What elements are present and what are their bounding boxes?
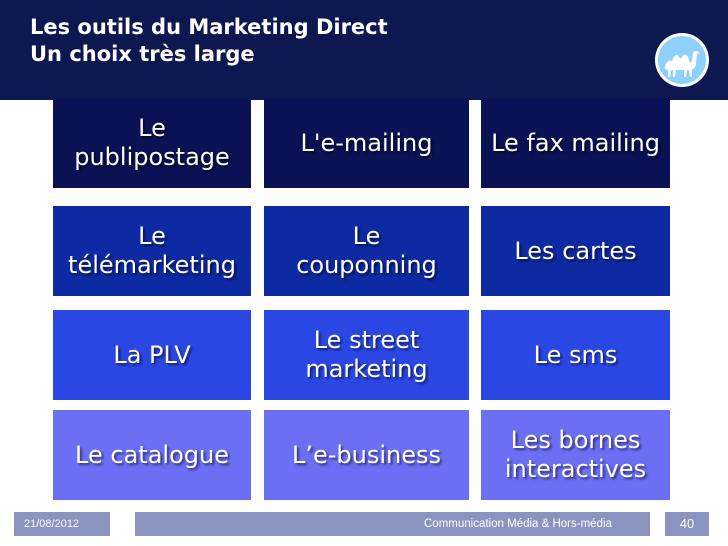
footer-bar <box>135 512 650 536</box>
slide-title: Les outils du Marketing Direct <box>30 15 388 39</box>
tool-label-line: L'e-mailing <box>300 128 433 157</box>
page-number: 40 <box>665 512 709 536</box>
tool-label: La PLV <box>113 341 190 370</box>
tool-cell: Le sms <box>481 310 670 400</box>
tool-cell: Le catalogue <box>53 410 251 500</box>
tool-label: L’e-business <box>292 441 441 470</box>
tool-label-line: L’e-business <box>291 440 442 469</box>
tool-label: L'e-mailing <box>301 129 433 158</box>
camel-icon <box>655 33 709 87</box>
tool-label-line: couponning <box>296 251 437 279</box>
tool-label-line: Le sms <box>533 340 618 369</box>
footer-text: Communication Média & Hors-média <box>424 518 612 530</box>
slide-header: Les outils du Marketing Direct Un choix … <box>0 0 728 100</box>
tool-label-line: Le street <box>313 326 420 354</box>
tool-cell: Les cartes <box>481 206 670 296</box>
footer-date: 21/08/2012 <box>14 512 110 536</box>
tool-label-line: Le <box>138 222 166 250</box>
tool-cell: Le fax mailing <box>481 98 670 188</box>
slide-subtitle: Un choix très large <box>30 42 255 66</box>
tool-label-line: Le fax mailing <box>491 128 660 157</box>
tool-label: Le catalogue <box>75 441 229 470</box>
tool-label: Les cartes <box>514 237 636 266</box>
tool-label-line: La PLV <box>113 340 191 369</box>
tool-label-line: interactives <box>504 455 647 483</box>
tool-cell: L'e-mailing <box>264 98 469 188</box>
tool-label-line: marketing <box>305 355 428 383</box>
tool-cell: L’e-business <box>264 410 469 500</box>
tool-label-line: Les bornes <box>510 426 641 454</box>
tool-label-line: Les cartes <box>514 236 637 265</box>
tool-label-line: télémarketing <box>68 251 236 279</box>
tool-cell: La PLV <box>53 310 251 400</box>
tool-label-line: Le catalogue <box>75 440 229 469</box>
tool-label: Le sms <box>534 341 618 370</box>
tool-label: Le fax mailing <box>491 129 660 158</box>
tool-label-line: Le <box>138 114 166 142</box>
tool-label-line: Le <box>352 222 381 250</box>
tool-label-line: publipostage <box>74 143 230 171</box>
